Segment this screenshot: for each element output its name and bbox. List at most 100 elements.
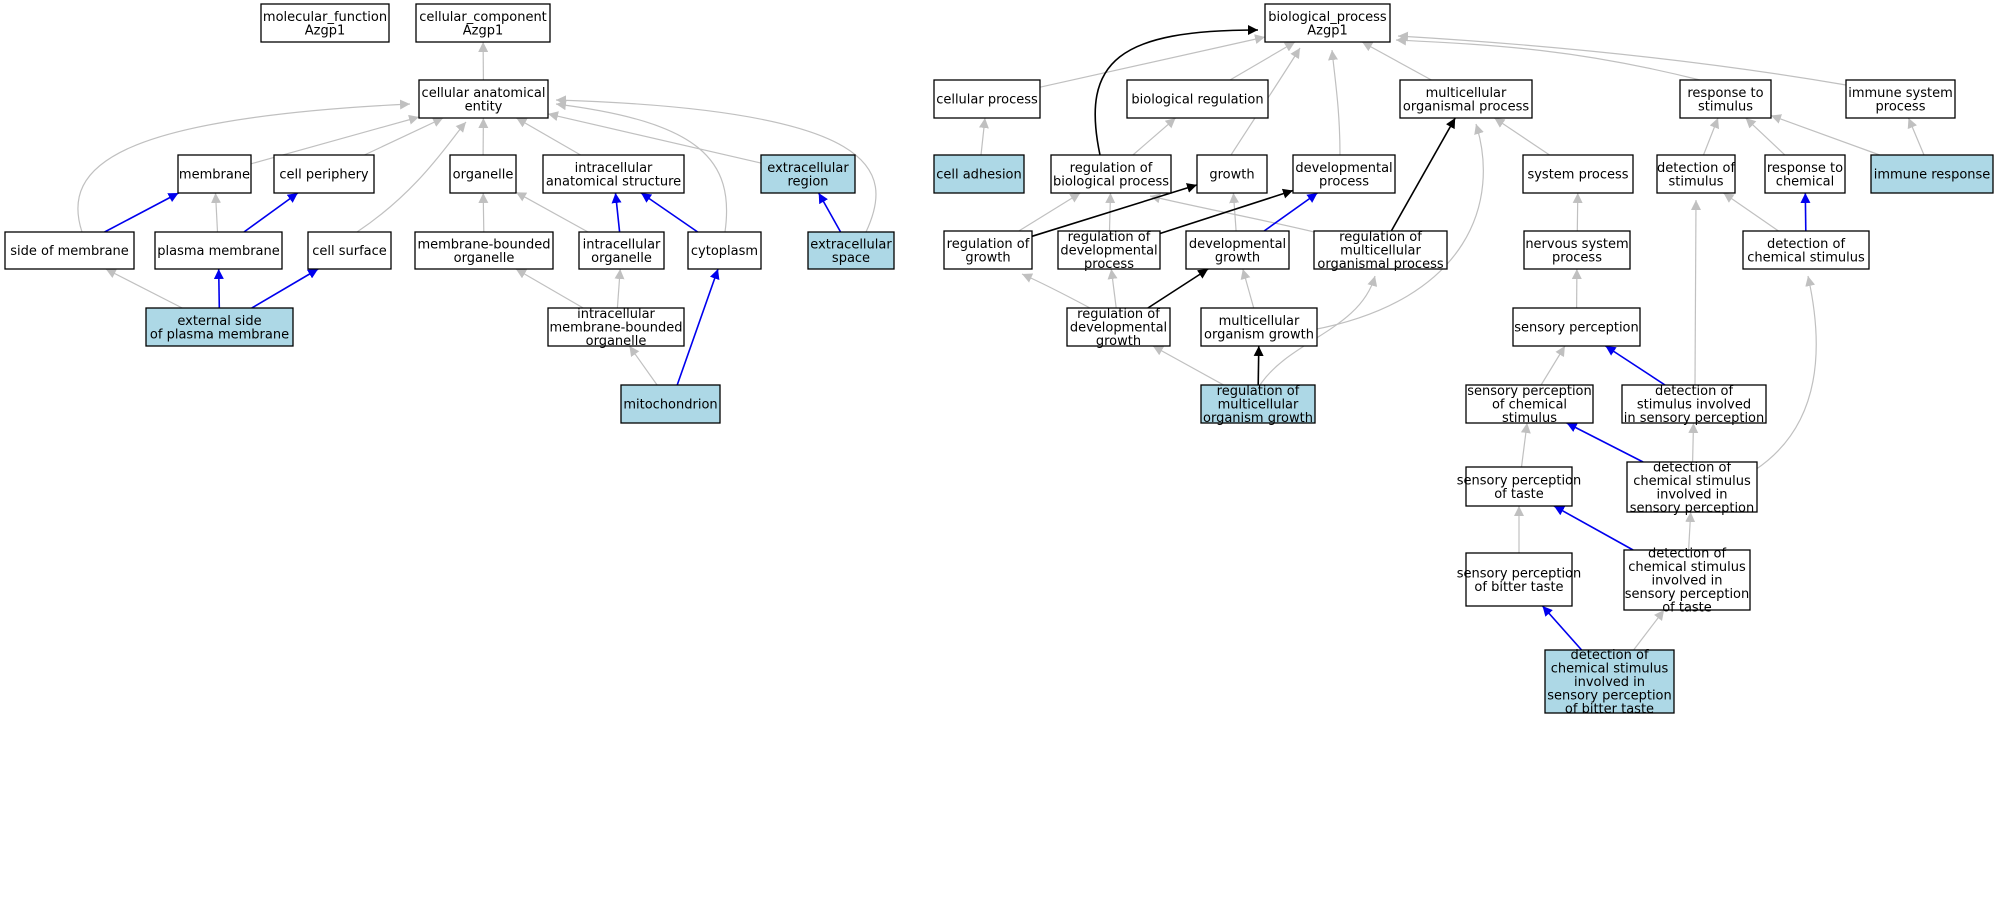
edge-part-of-extspace-to-extreg <box>818 192 842 233</box>
go-term-node-immresp[interactable]: immune response <box>1870 154 1994 194</box>
node-box <box>760 154 856 194</box>
go-term-node-bioreg[interactable]: biological regulation <box>1126 79 1269 119</box>
node-label-line: system process <box>1527 168 1628 183</box>
edge-part-of-devgrowth-to-devproc <box>1263 192 1318 232</box>
node-label-line: developmental <box>1060 244 1157 259</box>
node-label-line: stimulus <box>1502 411 1557 426</box>
go-term-node-sidemem[interactable]: side of membrane <box>4 231 135 270</box>
edge-is-a-regdevgrowth-to-regdevproc <box>1107 268 1118 309</box>
go-term-node-sysproc[interactable]: system process <box>1522 154 1634 194</box>
edge-is-a-cellperiph-to-cae <box>364 117 444 156</box>
go-term-node-growth[interactable]: growth <box>1196 154 1268 194</box>
node-label-line: sensory perception <box>1467 384 1592 399</box>
node-label-line: detection of <box>1657 161 1735 176</box>
edge-is-a-isp-to-bp <box>1397 31 1847 86</box>
node-box <box>1292 154 1396 194</box>
node-label-line: sensory perception <box>1457 473 1582 488</box>
go-term-node-plasmamem[interactable]: plasma membrane <box>154 231 283 270</box>
edge-is-a-mbo-to-organelle <box>478 192 489 233</box>
edge-regulates-regbp-to-bp <box>1094 25 1259 156</box>
go-term-node-cytoplasm[interactable]: cytoplasm <box>687 231 762 270</box>
node-label-line: detection of <box>1655 384 1733 399</box>
node-label-line: biological process <box>1053 174 1169 189</box>
node-label-line: chemical <box>1776 174 1834 189</box>
node-box <box>1465 552 1573 607</box>
go-term-node-sensperc[interactable]: sensory perception <box>1512 307 1641 347</box>
node-box <box>1656 154 1736 194</box>
go-term-node-mito[interactable]: mitochondrion <box>620 384 721 424</box>
go-term-node-membrane[interactable]: membrane <box>177 154 252 194</box>
go-term-node-cellproc[interactable]: cellular process <box>933 79 1041 119</box>
edge-is-a-regdevgrowth-to-reggrowth <box>1021 273 1091 309</box>
node-box <box>1057 230 1161 270</box>
go-term-node-organelle[interactable]: organelle <box>449 154 517 194</box>
node-label-line: organelle <box>453 168 514 183</box>
node-label-line: sensory perception <box>1457 566 1582 581</box>
node-box <box>1512 307 1641 347</box>
node-label-line: cell adhesion <box>936 168 1022 183</box>
edge-is-a-imbo-to-intorg <box>614 268 625 309</box>
node-label-line: chemical stimulus <box>1747 250 1865 265</box>
edge-is-a-ias-to-cae <box>516 117 581 156</box>
node-label-line: space <box>832 251 870 266</box>
node-label-line: of chemical <box>1492 398 1567 413</box>
edge-part-of-sidemem-to-membrane <box>104 192 179 233</box>
node-box <box>943 230 1033 270</box>
node-box <box>1185 230 1290 270</box>
edge-part-of-dcsisp-to-spcs <box>1566 422 1644 463</box>
go-term-node-celladh[interactable]: cell adhesion <box>933 154 1025 194</box>
node-label-line: entity <box>465 99 503 114</box>
node-box <box>1465 384 1594 424</box>
node-label-line: involved in <box>1574 675 1645 690</box>
go-term-node-cellperiph[interactable]: cell periphery <box>273 154 375 194</box>
edge-regulates-regmogrowth-to-mogrowth <box>1253 345 1264 386</box>
node-box <box>1522 154 1634 194</box>
node-label-line: immune system <box>1848 86 1953 101</box>
node-label-line: membrane <box>179 168 250 183</box>
node-label-line: organelle <box>586 334 647 349</box>
node-label-line: membrane-bounded <box>549 321 682 336</box>
node-label-line: developmental <box>1070 321 1167 336</box>
node-box <box>177 154 252 194</box>
node-box <box>933 79 1041 119</box>
node-label-line: intracellular <box>577 307 655 322</box>
node-box <box>1621 384 1767 424</box>
go-term-node-cellsurf[interactable]: cell surface <box>307 231 392 270</box>
edge-part-of-extside-to-cellsurf <box>251 268 319 309</box>
edge-is-a-immresp-to-isp <box>1907 117 1925 156</box>
